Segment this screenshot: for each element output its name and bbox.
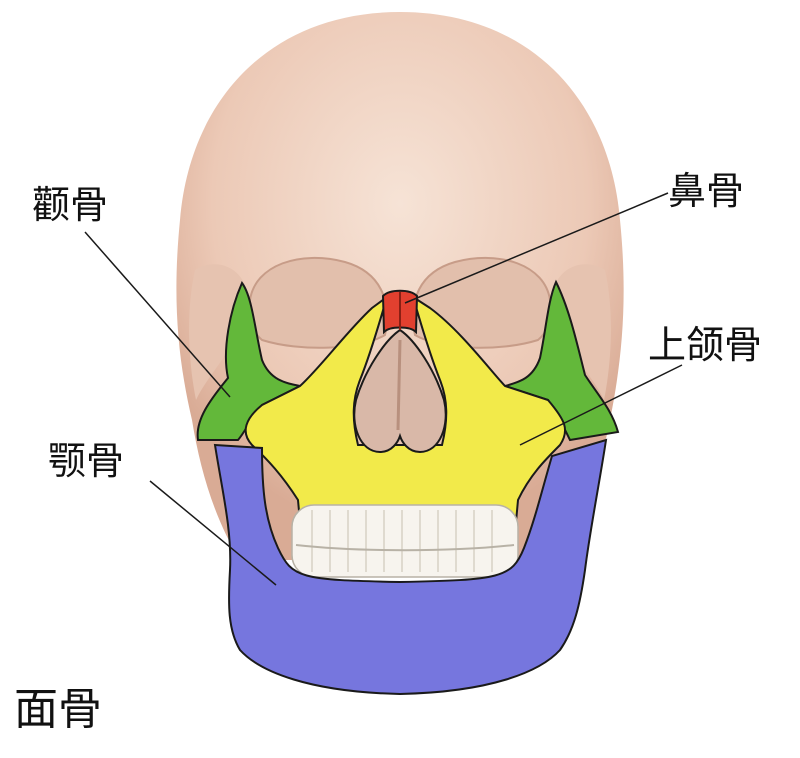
nasal-septum xyxy=(396,339,402,431)
teeth xyxy=(291,504,519,578)
bite-line xyxy=(295,544,515,552)
label-mandible: 颚骨 xyxy=(48,439,125,483)
diagram-title: 面骨 xyxy=(14,684,102,735)
leader-line-maxilla xyxy=(519,364,683,446)
maxilla xyxy=(244,294,567,523)
leader-line-nasal xyxy=(404,192,669,304)
tooth-lines xyxy=(311,510,493,572)
right-temple xyxy=(555,264,611,400)
mandible xyxy=(213,438,608,696)
label-maxilla: 上颌骨 xyxy=(648,323,763,367)
label-zygomatic: 颧骨 xyxy=(32,183,109,227)
leader-line-zygomatic xyxy=(84,231,231,398)
leader-line-mandible xyxy=(149,480,277,586)
label-nasal: 鼻骨 xyxy=(668,169,745,213)
